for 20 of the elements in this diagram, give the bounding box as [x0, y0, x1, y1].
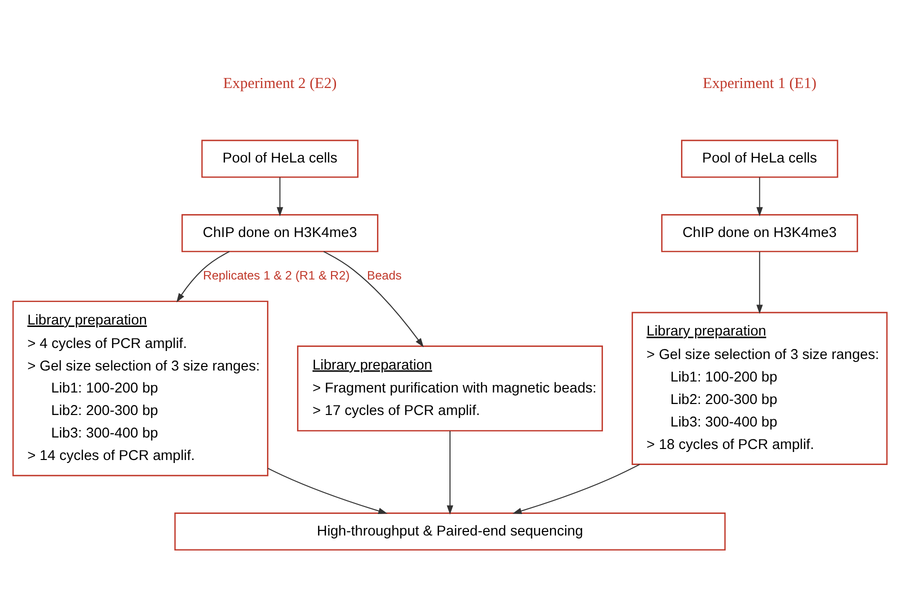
edge-label: Beads	[366, 268, 402, 282]
arrow	[446, 430, 453, 514]
edge-label: Replicates 1 & 2 (R1 & R2)	[202, 268, 350, 282]
node-box: Library preparation > Gel size selection of 3 size ranges: Lib1: 100-200 bp Lib2: 200-300 bp Lib3: 300-400 bp > 18 cycles of PCR amplif.	[631, 311, 888, 464]
node-box: High-throughput & Paired-end sequencing	[174, 512, 726, 550]
node-box: Library preparation > Fragment purification with magnetic beads: > 17 cycles of PCR amplif.	[296, 345, 602, 431]
node-box: ChIP done on H3K4me3	[660, 214, 858, 252]
arrow	[267, 467, 388, 514]
node-box: ChIP done on H3K4me3	[180, 214, 378, 252]
label: Experiment 1 (E1)	[702, 74, 816, 92]
node-box: Pool of HeLa cells	[680, 139, 838, 178]
node-box: Pool of HeLa cells	[200, 139, 358, 178]
node-box: Library preparation > 4 cycles of PCR amplif. > Gel size selection of 3 size ranges: Lib1: 100-200 bp Lib2: 200-300 bp Lib3: 300-400 bp > 14 cycles of PCR amplif.	[12, 300, 268, 476]
arrow	[322, 250, 424, 347]
label: Experiment 2 (E2)	[222, 74, 336, 92]
arrow	[276, 176, 283, 216]
arrow	[756, 176, 762, 216]
arrow	[756, 251, 762, 314]
arrow	[512, 463, 640, 514]
arrow	[176, 250, 230, 302]
